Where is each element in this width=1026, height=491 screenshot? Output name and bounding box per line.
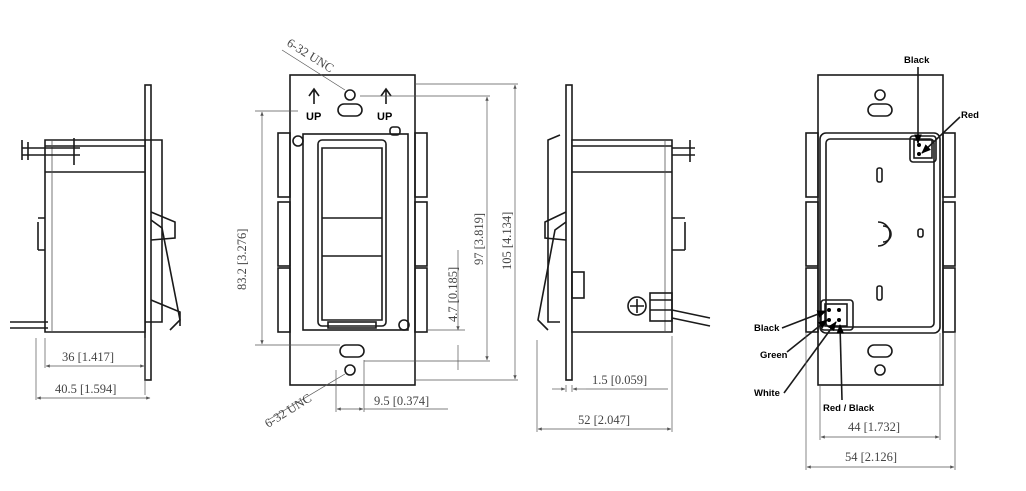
dim-height-total: 105 [4.134]: [500, 212, 514, 270]
ground-screw-icon: [627, 296, 647, 316]
dim-plate-thickness: 1.5 [0.059]: [592, 373, 647, 387]
wire-label-bottom-green: Green: [760, 350, 788, 361]
up-arrow-left-icon: [308, 87, 320, 104]
side-view-right: 1.5 [0.059] 52 [2.047]: [536, 84, 711, 432]
wire-label-top-red: Red: [961, 110, 979, 121]
dim-height-mid: 97 [3.819]: [472, 213, 486, 265]
up-label-right: UP: [377, 111, 392, 123]
wire-label-bottom-white: White: [754, 388, 780, 399]
wire-label-bottom-red-black: Red / Black: [823, 403, 875, 414]
wire-label-bottom-black: Black: [754, 323, 780, 334]
up-arrow-right-icon: [380, 87, 392, 104]
up-label-left: UP: [306, 111, 321, 123]
side-view-left: 36 [1.417] 40.5 [1.594]: [10, 84, 181, 400]
wire-label-top-black: Black: [904, 55, 930, 66]
dim-depth-total: 40.5 [1.594]: [55, 382, 116, 396]
screw-label-bottom: 6-32 UNC: [262, 391, 314, 431]
dim-depth-box: 36 [1.417]: [62, 350, 114, 364]
screw-label-top: 6-32 UNC: [284, 36, 336, 76]
front-view: UP UP 83.2 [3.276] 4.7 [0.185] 9: [235, 36, 518, 431]
rear-view: Black Red Black Green White Red / Black …: [754, 55, 979, 470]
dim-offset-small: 4.7 [0.185]: [446, 267, 460, 322]
dim-width-plate: 54 [2.126]: [845, 450, 897, 464]
dim-width-box: 44 [1.732]: [848, 420, 900, 434]
dim-depth-side: 52 [2.047]: [578, 413, 630, 427]
dim-screw-offset: 9.5 [0.374]: [374, 394, 429, 408]
dim-height-inner: 83.2 [3.276]: [235, 229, 249, 290]
